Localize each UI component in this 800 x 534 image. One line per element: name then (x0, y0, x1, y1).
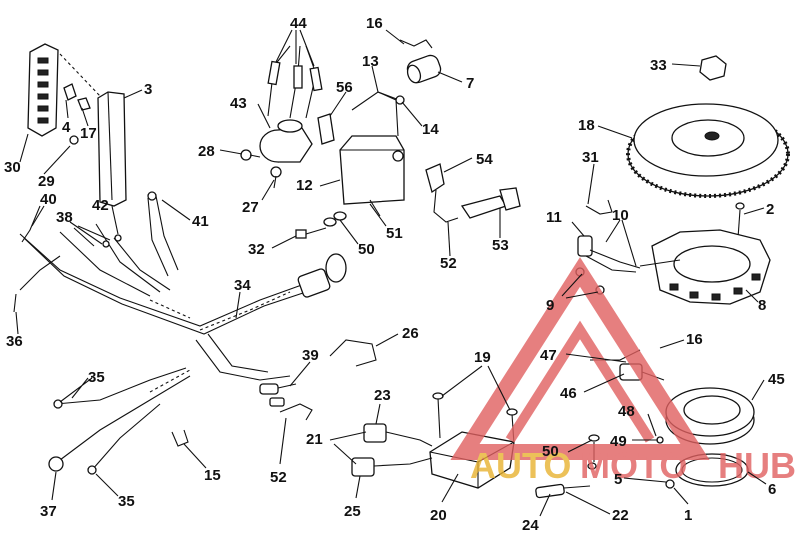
connector-lead-part (259, 383, 297, 407)
retainer-part (665, 479, 675, 489)
stator-part (639, 229, 771, 305)
callout-label: 46 (560, 385, 577, 402)
callout-label: 21 (306, 431, 323, 448)
callout-label: 16 (686, 331, 703, 348)
callout-label: 47 (540, 347, 557, 364)
callout-label: 52 (440, 255, 457, 272)
callout-label: 11 (546, 209, 562, 226)
callout-label: 50 (358, 241, 375, 258)
callout-label: 20 (430, 507, 447, 524)
callout-label: 43 (230, 95, 247, 112)
callout-label: 48 (618, 403, 635, 420)
callout-label: 12 (296, 177, 313, 194)
callout-label: 14 (422, 121, 439, 138)
callout-label: 37 (40, 503, 57, 520)
callout-label: 22 (612, 507, 629, 524)
callout-label: 44 (290, 15, 307, 32)
callout-label: 8 (758, 297, 766, 314)
callout-label: 41 (192, 213, 209, 230)
pack-connector-part (351, 423, 433, 477)
callout-label: 2 (766, 201, 774, 218)
wiring-harness-part (13, 191, 347, 381)
flywheel-nut-part (699, 55, 727, 81)
callout-label: 13 (362, 53, 379, 70)
callout-label: 34 (234, 277, 251, 294)
callout-label: 10 (612, 207, 629, 224)
callout-label: 9 (546, 297, 554, 314)
callout-label: 27 (242, 199, 259, 216)
callout-label: 39 (302, 347, 319, 364)
callout-label: 42 (92, 197, 109, 214)
callout-label: 30 (4, 159, 21, 176)
callout-label: 3 (144, 81, 152, 98)
callout-label: 53 (492, 237, 509, 254)
callout-label: 7 (466, 75, 474, 92)
callout-label: 18 (578, 117, 595, 134)
callout-label: 45 (768, 371, 785, 388)
callout-label: 19 (474, 349, 491, 366)
callout-label: 36 (6, 333, 23, 350)
callout-label: 40 (40, 191, 57, 208)
watermark-word-moto: MOTO (580, 445, 687, 486)
wire-clip-part (317, 113, 335, 145)
callout-label: 17 (80, 125, 97, 142)
spark-plug-boot-part (425, 163, 521, 223)
callout-label: 23 (374, 387, 391, 404)
callout-label: 15 (204, 467, 221, 484)
callout-label: 31 (582, 149, 599, 166)
callout-label: 28 (198, 143, 215, 160)
callout-label: 51 (386, 225, 403, 242)
callout-label: 50 (542, 443, 559, 460)
terminal-cover-part (59, 53, 127, 207)
plug-cap-part (399, 39, 442, 84)
callout-label: 24 (522, 517, 539, 534)
ground-strap-part (535, 483, 591, 499)
callout-label: 4 (62, 119, 71, 136)
callout-label: 25 (344, 503, 361, 520)
callout-label: 52 (270, 469, 287, 486)
watermark-word-hub: HUB (718, 445, 796, 486)
callout-label: 6 (768, 481, 776, 498)
screw-part (240, 149, 282, 189)
ignition-coil-part (339, 91, 405, 217)
clip-part (63, 83, 91, 145)
callout-label: 56 (336, 79, 353, 96)
callout-label: 35 (118, 493, 135, 510)
callout-label: 5 (614, 471, 622, 488)
callout-label: 16 (366, 15, 383, 32)
callout-label: 35 (88, 369, 105, 386)
terminal-block-part (27, 43, 59, 137)
small-clip-part (171, 429, 189, 447)
stator-screw-part (735, 202, 745, 239)
watermark-logo: AUTO MOTO HUB (450, 257, 796, 486)
callout-label: 1 (684, 507, 692, 524)
callout-label: 38 (56, 209, 73, 226)
leader-lines (15, 29, 767, 517)
callout-label: 29 (38, 173, 55, 190)
callout-label: 49 (610, 433, 627, 450)
ground-lead-part (48, 367, 191, 475)
solenoid-part (259, 45, 323, 163)
callout-label: 26 (402, 325, 419, 342)
wire-bracket-part (329, 339, 377, 367)
callout-label: 33 (650, 57, 667, 74)
watermark-word-auto: AUTO (470, 445, 571, 486)
flywheel-part (626, 103, 790, 198)
retaining-ring-part (675, 453, 749, 487)
link-part (587, 434, 664, 470)
coil-bolt-part (295, 211, 347, 239)
spring-clip-part (279, 403, 313, 421)
callout-label: 54 (476, 151, 493, 168)
callout-label: 32 (248, 241, 265, 258)
callout-numbers: 44 16 13 3 56 7 33 43 4 17 14 18 30 28 3… (4, 15, 785, 534)
